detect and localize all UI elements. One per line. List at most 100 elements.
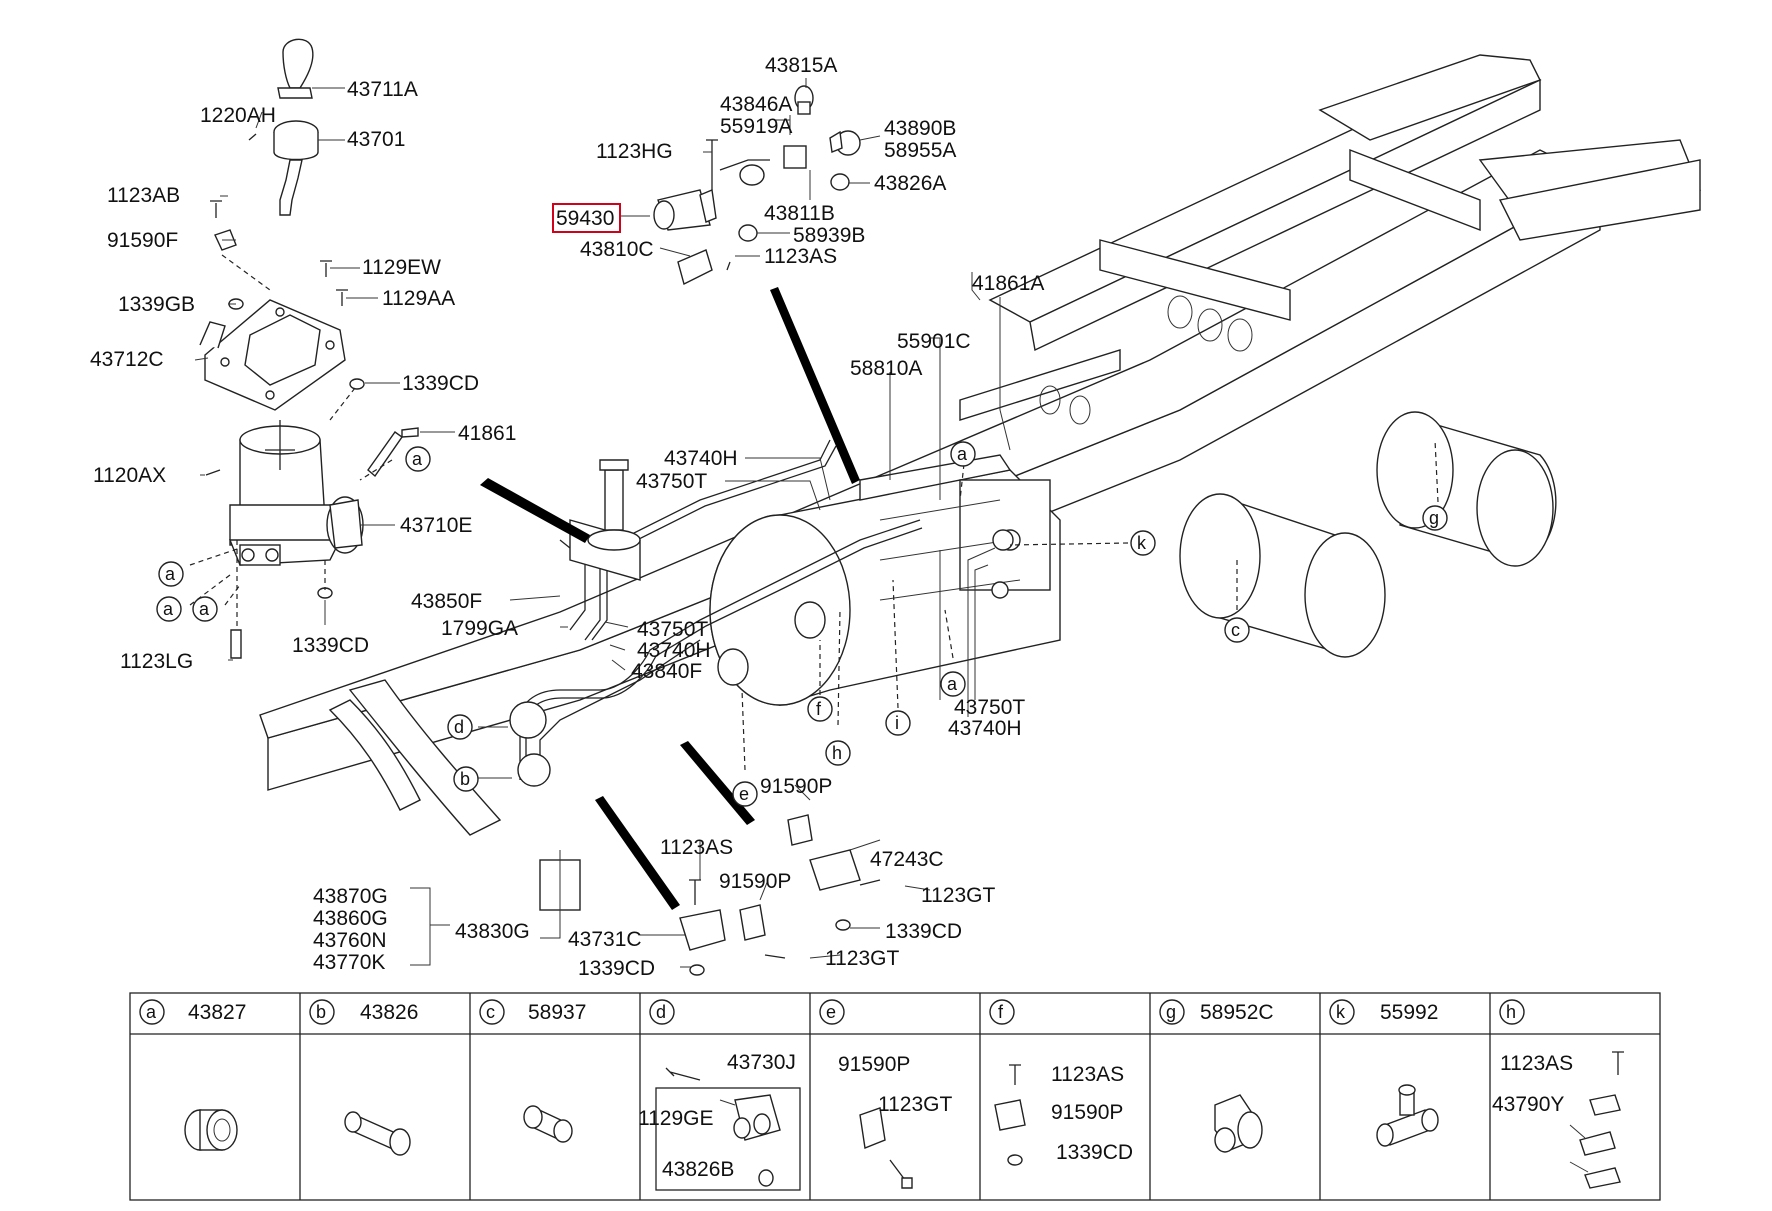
marker-a-5: a [957, 444, 968, 464]
callout-43815A: 43815A [765, 54, 837, 77]
table-header-e: e [819, 999, 845, 1025]
air-tank-right [1376, 411, 1557, 567]
header-part: 55992 [1380, 1001, 1438, 1024]
marker-e: e [739, 784, 749, 804]
callout-1799GA: 1799GA [441, 617, 518, 640]
callout-1123AS-1: 1123AS [764, 245, 837, 268]
callout-1129AA: 1129AA [382, 287, 455, 310]
header-part: 58937 [528, 1001, 586, 1024]
callout-1339GB: 1339GB [118, 293, 195, 316]
letter-markers: a a a a a a b c d e f g h i k [156, 441, 1448, 807]
highlight-box [552, 203, 621, 233]
callout-43701: 43701 [347, 128, 405, 151]
callout-43760N: 43760N [313, 929, 387, 952]
callout-1120AX: 1120AX [93, 464, 166, 487]
cell-f-clamp [994, 1064, 1026, 1166]
cell-f-91590P: 91590P [1051, 1101, 1123, 1124]
header-part: 43827 [188, 1001, 246, 1024]
callout-41861A: 41861A [972, 272, 1044, 295]
callout-43846A: 43846A [720, 93, 792, 116]
callout-58955A: 58955A [884, 139, 956, 162]
table-header-c: c 58937 [479, 999, 586, 1025]
cell-g-elbow [1214, 1094, 1263, 1153]
pointer-arrows [480, 287, 860, 910]
header-letter: b [316, 1002, 326, 1022]
callout-1123HG: 1123HG [596, 140, 673, 163]
cell-e-clamp [859, 1107, 913, 1189]
callout-43740H-1: 43740H [664, 447, 738, 470]
cell-f-1123AS: 1123AS [1051, 1063, 1124, 1086]
table-header-b: b 43826 [309, 999, 418, 1025]
marker-c: c [1231, 620, 1240, 640]
callout-43750T-2: 43750T [637, 618, 708, 641]
callout-58810A: 58810A [850, 357, 922, 380]
marker-h: h [832, 743, 842, 763]
callout-1339CD-3: 1339CD [885, 920, 962, 943]
callout-43890B: 43890B [884, 117, 956, 140]
cell-e-91590P: 91590P [838, 1053, 910, 1076]
table-header-f: f [989, 999, 1015, 1025]
table-header-g: g 58952C [1159, 999, 1274, 1025]
callout-labels: 43711A 1220AH 43701 1123AB 91590F 1129EW… [90, 54, 1044, 980]
tube-collars [509, 529, 1014, 787]
callout-1339CD-4: 1339CD [578, 957, 655, 980]
callout-41861: 41861 [458, 422, 516, 445]
header-letter: a [146, 1002, 157, 1022]
header-letter: c [486, 1002, 495, 1022]
header-part: 58952C [1200, 1001, 1274, 1024]
callout-43826A: 43826A [874, 172, 946, 195]
callout-43731C: 43731C [568, 928, 642, 951]
marker-d: d [454, 717, 464, 737]
header-letter: k [1336, 1002, 1346, 1022]
detail-table: a 43827 b 43826 c 58937 d e f g 58952C [129, 992, 1661, 1201]
callout-1129EW: 1129EW [362, 256, 441, 279]
callout-43810C: 43810C [580, 238, 654, 261]
transmission [709, 454, 1061, 706]
header-letter: h [1506, 1002, 1516, 1022]
callout-59430[interactable]: 59430 [556, 207, 614, 230]
callout-43811B: 43811B [764, 202, 835, 225]
callout-1339CD-2: 1339CD [292, 634, 369, 657]
cell-h-43790Y: 43790Y [1492, 1093, 1564, 1116]
marker-a-2: a [165, 564, 176, 584]
cell-d-43826B: 43826B [662, 1158, 734, 1181]
callout-43770K: 43770K [313, 951, 385, 974]
callout-1123AS-2: 1123AS [660, 836, 733, 859]
callout-91590F: 91590F [107, 229, 178, 252]
callout-58939B: 58939B [793, 224, 865, 247]
callout-43840F: 43840F [631, 660, 702, 683]
callout-91590P-1: 91590P [760, 775, 832, 798]
valve-group [653, 85, 861, 286]
marker-a-1: a [412, 449, 423, 469]
shift-lever-assembly [199, 38, 419, 659]
lower-hardware [679, 814, 881, 976]
cell-d-43730J: 43730J [727, 1051, 796, 1074]
callout-55901C: 55901C [897, 330, 971, 353]
cell-b-fitting [344, 1111, 411, 1156]
cell-f-1339CD: 1339CD [1056, 1141, 1133, 1164]
header-letter: e [826, 1002, 836, 1022]
leader-lines [189, 78, 1439, 968]
callout-43711A: 43711A [347, 78, 418, 101]
header-letter: d [656, 1002, 666, 1022]
header-letter: g [1166, 1002, 1176, 1022]
callout-1123GT-1: 1123GT [921, 884, 995, 907]
callout-43750T-1: 43750T [636, 470, 707, 493]
table-header-h: h [1499, 999, 1525, 1025]
marker-b: b [460, 769, 470, 789]
callout-1220AH: 1220AH [200, 104, 276, 127]
callout-43870G: 43870G [313, 885, 388, 908]
chassis-frame [259, 54, 1701, 911]
cell-d-valve [655, 1067, 801, 1191]
callout-1123AB: 1123AB [107, 184, 180, 207]
callout-43850F: 43850F [411, 590, 482, 613]
cell-c-fitting [523, 1105, 573, 1143]
callout-43712C: 43712C [90, 348, 164, 371]
floor-shifter [569, 459, 641, 581]
cell-a-fitting [184, 1109, 238, 1151]
cell-d-1129GE: 1129GE [638, 1107, 714, 1130]
cell-e-1123GT: 1123GT [878, 1093, 952, 1116]
callout-43750T-3: 43750T [954, 696, 1025, 719]
table-header-a: a 43827 [139, 999, 246, 1025]
